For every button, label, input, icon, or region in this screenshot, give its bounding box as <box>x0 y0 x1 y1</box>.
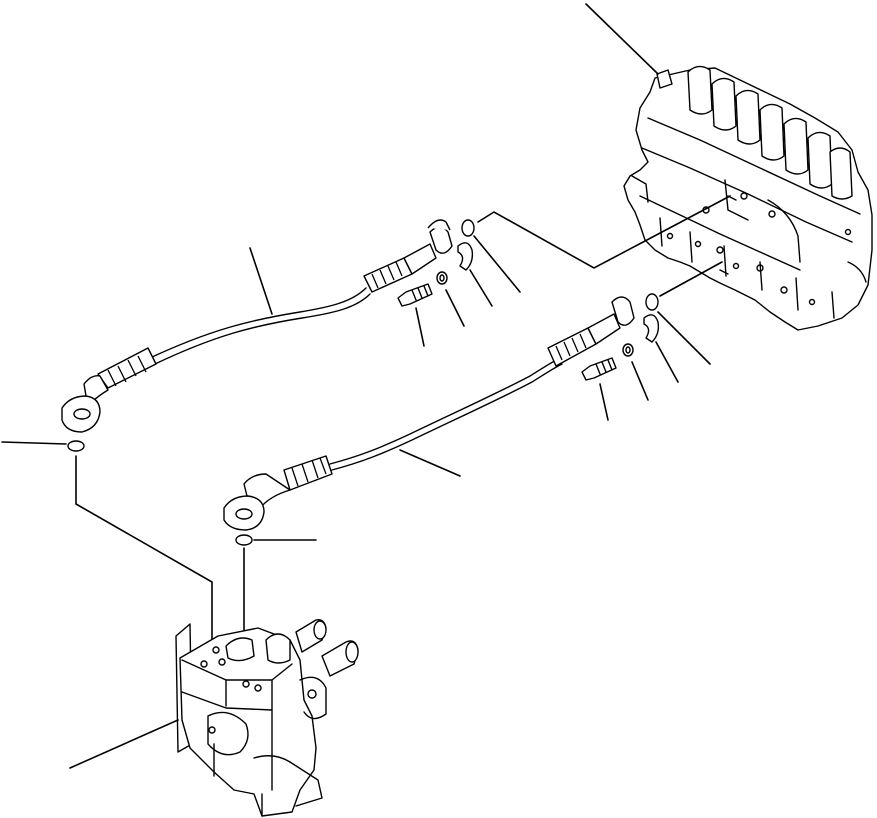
split-flange <box>643 314 660 343</box>
hose-upper-leader <box>249 247 273 315</box>
hose-upper <box>61 219 453 433</box>
o-ring <box>461 219 475 237</box>
bolt <box>581 357 617 381</box>
upper-hardware <box>397 219 475 307</box>
washer <box>436 271 448 285</box>
split-flange <box>457 242 474 271</box>
o-ring-right <box>235 534 253 546</box>
control-valve-leader <box>585 3 659 75</box>
left-route-line <box>75 455 213 641</box>
lower-route-line <box>659 261 723 297</box>
hose-lower-leader <box>399 449 461 477</box>
o-ring-left <box>67 440 85 452</box>
pilot-valve <box>175 618 359 817</box>
pilot-valve-leader <box>69 719 179 769</box>
lower-hardware <box>581 293 660 381</box>
upper-route-line <box>477 195 731 269</box>
hose-lower <box>223 296 635 531</box>
control-valve <box>623 65 873 331</box>
o-ring <box>645 293 659 311</box>
bolt <box>397 283 433 307</box>
washer <box>622 343 634 357</box>
